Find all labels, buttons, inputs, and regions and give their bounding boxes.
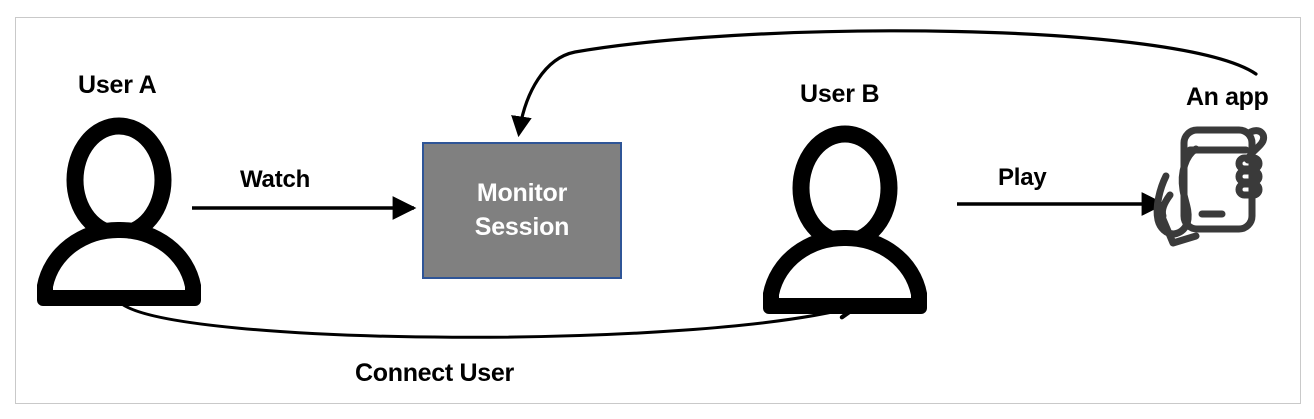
diagram-frame [15, 17, 1301, 404]
monitor-session-box: Monitor Session [422, 142, 622, 279]
edge-label-watch: Watch [240, 166, 311, 193]
monitor-session-box-label: Monitor Session [474, 178, 570, 241]
edge-connect-user-curve [120, 304, 857, 339]
an-app-hand-holding-phone-icon [1153, 126, 1268, 247]
edge-app-to-monitor-curve [511, 29, 1258, 138]
user-b-label: User B [800, 80, 880, 108]
user-a-label: User A [78, 71, 157, 99]
user-a-person-icon [37, 117, 201, 306]
edge-label-connect-user: Connect User [355, 359, 514, 387]
user-b-person-icon [763, 125, 927, 314]
an-app-label: An app [1186, 83, 1269, 111]
edge-label-play: Play [998, 164, 1047, 191]
